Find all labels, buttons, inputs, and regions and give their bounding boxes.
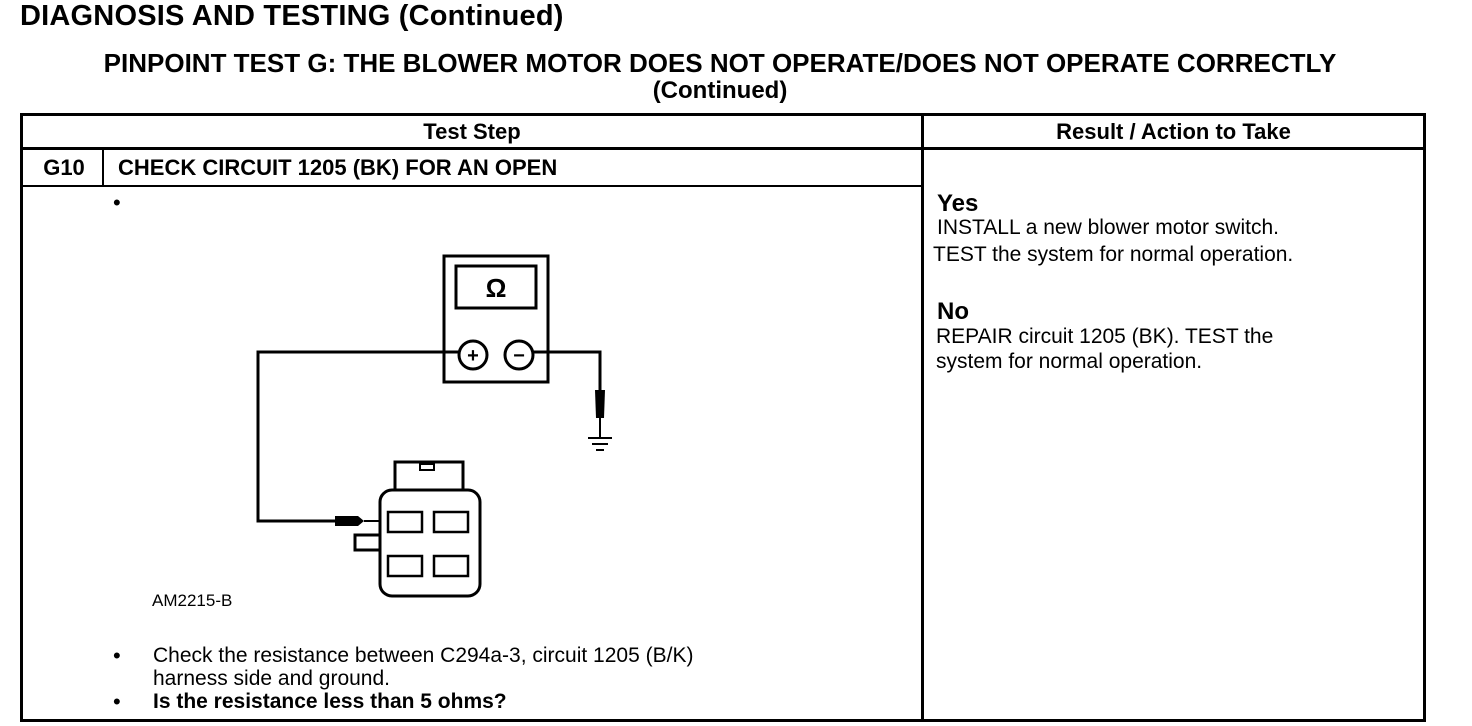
minus-sign: −	[513, 345, 525, 367]
page-heading: DIAGNOSIS AND TESTING (Continued)	[20, 0, 564, 32]
result-no-label: No	[937, 298, 969, 325]
result-no-line-2: system for normal operation.	[936, 350, 1203, 373]
step-title-divider	[20, 185, 924, 187]
step-id-divider	[102, 149, 104, 187]
negative-lead	[533, 350, 602, 390]
step-id: G10	[43, 155, 85, 180]
bullet-figure: •	[113, 190, 121, 215]
column-header-result: Result / Action to Take	[1056, 119, 1291, 144]
result-yes-line-1: INSTALL a new blower motor switch.	[937, 216, 1279, 239]
connector-icon	[353, 460, 482, 598]
bullet-question: •	[113, 689, 121, 714]
pinpoint-test-continued: (Continued)	[652, 77, 788, 104]
bullet-instruction: •	[113, 643, 121, 668]
ground-clip-icon	[595, 390, 605, 418]
pinpoint-test-title: PINPOINT TEST G: THE BLOWER MOTOR DOES N…	[103, 48, 1337, 78]
result-yes-label: Yes	[937, 190, 979, 217]
step-title: CHECK CIRCUIT 1205 (BK) FOR AN OPEN	[118, 155, 558, 180]
header-divider	[20, 147, 1426, 150]
plus-sign: +	[467, 345, 479, 367]
test-question: Is the resistance less than 5 ohms?	[153, 690, 507, 713]
result-no-line-1: REPAIR circuit 1205 (BK). TEST the	[936, 325, 1274, 348]
result-yes-line-2: TEST the system for normal operation.	[933, 243, 1294, 266]
positive-lead	[256, 350, 459, 523]
table-border-bottom	[20, 719, 1426, 722]
plus-terminal-icon	[457, 339, 489, 371]
meter-display	[454, 264, 538, 310]
minus-terminal-icon	[503, 339, 535, 371]
column-header-test-step: Test Step	[423, 119, 521, 144]
figure-label: AM2215-B	[152, 591, 233, 610]
ohmmeter-circuit-diagram: Ω + −	[256, 254, 612, 598]
table-border-right	[1423, 113, 1426, 722]
table-border-top	[20, 113, 1426, 116]
instruction-line-1: Check the resistance between C294a-3, ci…	[153, 644, 694, 667]
column-divider	[921, 113, 924, 722]
ohm-symbol: Ω	[486, 273, 507, 303]
probe-tip-icon	[335, 516, 364, 526]
instruction-line-2: harness side and ground.	[153, 667, 390, 690]
meter-body	[442, 254, 550, 384]
table-border-left	[20, 113, 23, 722]
